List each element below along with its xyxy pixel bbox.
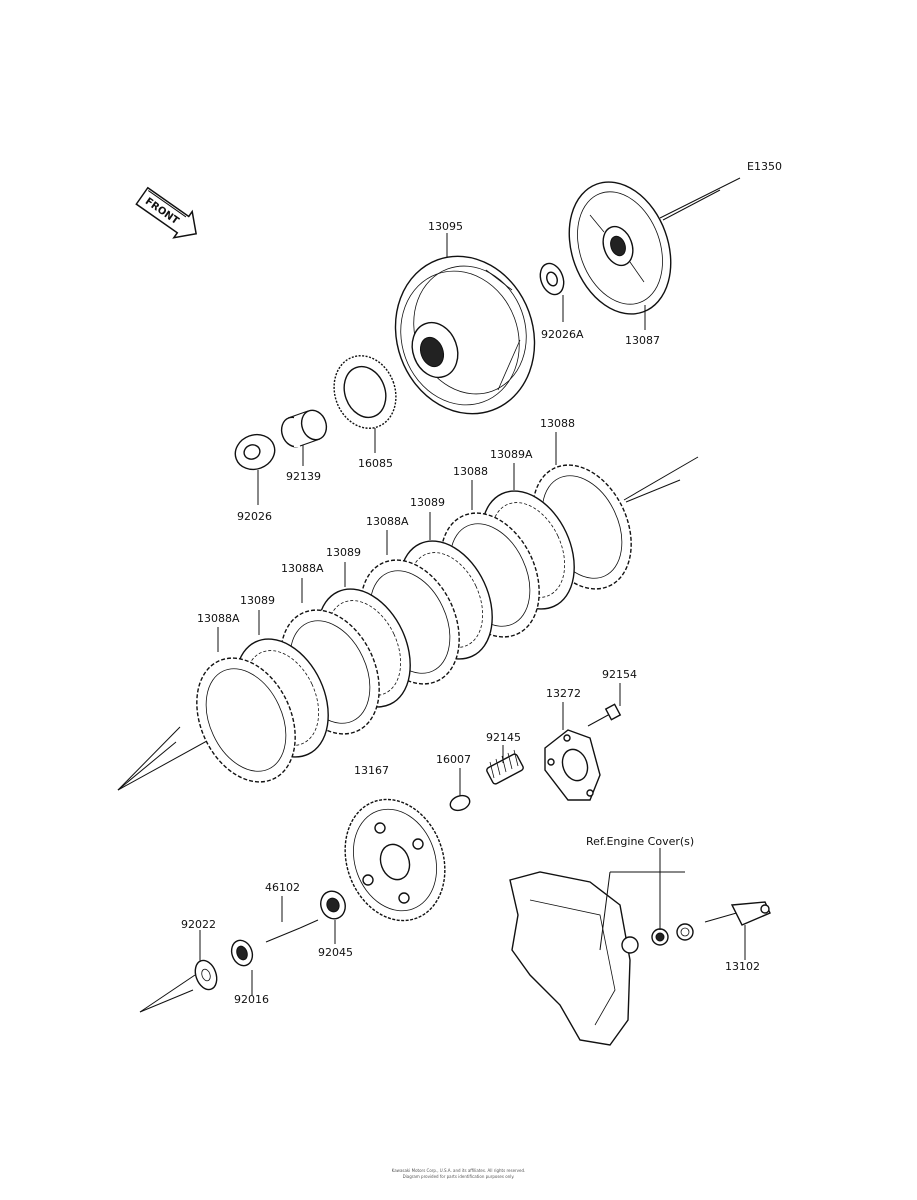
washer-92026a[interactable] [536,260,568,298]
washer-92022[interactable] [191,957,220,992]
clutch-housing-13087[interactable] [552,168,689,329]
spring-92145[interactable] [486,749,524,785]
copyright-line-2: Diagram provided for parts identificatio… [402,1174,515,1179]
label-13088a-c: 13088A [197,612,240,625]
label-13089-b: 13089 [326,546,361,559]
copyright-line-1: Kawasaki Motors Corp., U.S.A. and its af… [391,1168,526,1173]
label-92026a: 92026A [541,328,584,341]
front-arrow-icon: FRONT [135,186,197,239]
label-13095: 13095 [428,220,463,233]
label-13088a-b: 13088A [281,562,324,575]
label-92016: 92016 [234,993,269,1006]
seat-16007[interactable] [448,793,472,813]
label-16007: 16007 [436,753,471,766]
engine-cover-reference [509,871,639,1046]
label-46102: 46102 [265,881,300,894]
pushrod-46102[interactable] [265,919,319,943]
label-13088-mid: 13088 [453,465,488,478]
bearing-92045[interactable] [317,888,349,923]
label-92145: 92145 [486,731,521,744]
label-13088a-a: 13088A [366,515,409,528]
label-13089-c: 13089 [240,594,275,607]
label-92022: 92022 [181,918,216,931]
seal-near-cover[interactable] [651,923,694,946]
lifter-plate-13272[interactable] [544,729,601,801]
release-shaft-13102[interactable] [704,901,771,926]
plate-13088a-c[interactable] [178,642,315,798]
clutch-hub-13095[interactable] [374,237,557,434]
copyright-footer: Kawasaki Motors Corp., U.S.A. and its af… [0,1168,917,1180]
gear-16085[interactable] [324,347,406,437]
label-92045: 92045 [318,946,353,959]
pressure-plate-13167[interactable] [329,785,462,934]
label-13088-top: 13088 [540,417,575,430]
label-92139: 92139 [286,470,321,483]
label-16085: 16085 [358,457,393,470]
label-13272: 13272 [546,687,581,700]
label-13087: 13087 [625,334,660,347]
label-13089-a: 13089 [410,496,445,509]
washer-92026[interactable] [230,429,279,475]
bearing-92016[interactable] [228,937,256,968]
label-13102: 13102 [725,960,760,973]
section-code: E1350 [747,160,782,173]
sleeve-92139[interactable] [278,407,331,450]
label-13167: 13167 [354,764,389,777]
bolt-92154[interactable] [587,703,622,727]
label-92026: 92026 [237,510,272,523]
label-92154: 92154 [602,668,637,681]
label-13089a: 13089A [490,448,533,461]
reference-label: Ref.Engine Cover(s) [586,835,694,848]
